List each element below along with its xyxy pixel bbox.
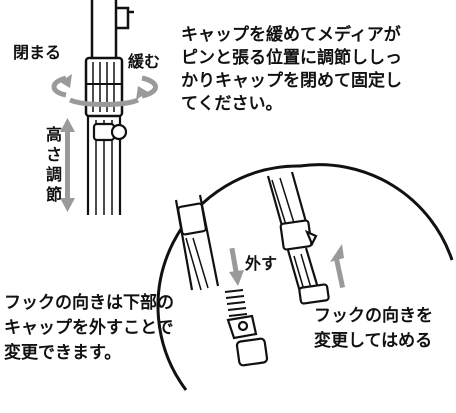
cap <box>84 56 124 118</box>
hook-lower-line: フックの向きは下部の <box>4 293 174 313</box>
height-arrow-icon <box>60 118 75 212</box>
remove-arrow-icon <box>229 247 244 286</box>
detail-circle <box>156 163 454 391</box>
hook-change-line: フックの向きを <box>314 306 433 326</box>
pole-upper <box>90 0 134 58</box>
insert-arrow-icon <box>330 244 346 289</box>
loosen-label: 緩む <box>128 52 161 71</box>
height-adjust-label: 高さ調節 <box>46 125 63 204</box>
left-rod <box>174 194 269 367</box>
main-instruction-line: てください。 <box>181 94 283 114</box>
main-instruction-line: かりキャップを閉めて固定し <box>181 71 402 91</box>
remove-label: 外す <box>245 254 278 273</box>
hook-lower-line: 変更できます。 <box>4 343 122 363</box>
pole-lower <box>86 116 128 215</box>
hook-change-instruction: フックの向きを 変更してはめる <box>314 304 433 354</box>
hook-lower-line: キャップを外すことで <box>4 318 174 338</box>
main-instruction: キャップを緩めてメディアが ピンと張る位置に調節ししっ かりキャップを閉めて固定… <box>181 24 402 116</box>
close-label: 閉まる <box>13 43 62 62</box>
right-rod <box>266 171 330 305</box>
hook-lower-instruction: フックの向きは下部の キャップを外すことで 変更できます。 <box>4 291 174 366</box>
hook-change-line: 変更してはめる <box>314 331 433 351</box>
main-instruction-line: ピンと張る位置に調節ししっ <box>181 48 402 68</box>
rotation-arrow-icon <box>51 74 158 107</box>
main-instruction-line: キャップを緩めてメディアが <box>181 25 401 45</box>
